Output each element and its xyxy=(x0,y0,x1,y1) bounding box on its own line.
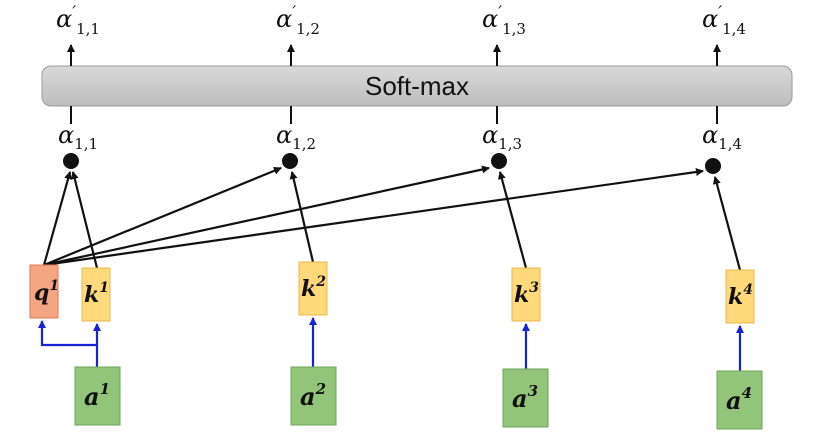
input-box-2 xyxy=(290,366,337,426)
key-arrow-2 xyxy=(289,171,315,263)
key-box-1 xyxy=(81,267,111,322)
key-label-1: k1 xyxy=(84,280,109,308)
key-arrow-4 xyxy=(712,176,742,271)
dot-product-node-4 xyxy=(705,158,721,174)
key-label-4: k4 xyxy=(728,282,753,310)
input-label-2: a2 xyxy=(300,380,326,411)
query-arrow-3 xyxy=(43,165,490,267)
output-label-4: α′1,4 xyxy=(702,3,746,38)
key-box-4 xyxy=(725,269,755,324)
query-box-1 xyxy=(29,264,59,319)
query-arrow-4 xyxy=(43,168,704,267)
dot-product-node-2 xyxy=(282,153,298,169)
input-box-4 xyxy=(716,370,763,430)
input-label-3: a3 xyxy=(512,382,538,413)
softmax-box xyxy=(41,65,793,107)
query-arrow-2 xyxy=(43,166,282,267)
input-box-1 xyxy=(74,366,121,426)
key-box-2 xyxy=(298,261,328,316)
softmax-label: Soft-max xyxy=(365,71,469,101)
input-label-4: a4 xyxy=(726,384,752,415)
input-box-3 xyxy=(502,368,549,428)
output-label-3: α′1,3 xyxy=(482,3,526,38)
key-arrow-1 xyxy=(70,171,99,269)
key-label-3: k3 xyxy=(514,280,539,308)
dot-product-node-1 xyxy=(63,153,79,169)
score-label-2: α1,2 xyxy=(276,121,316,153)
query-label-1: q1 xyxy=(34,278,59,306)
query-arrow-1 xyxy=(42,171,72,266)
score-label-1: α1,1 xyxy=(58,121,98,153)
score-label-4: α1,4 xyxy=(702,121,742,153)
key-label-2: k2 xyxy=(301,274,326,302)
dot-product-node-3 xyxy=(491,153,507,169)
key-arrow-3 xyxy=(497,171,528,269)
key-box-3 xyxy=(511,267,541,322)
output-label-1: α′1,1 xyxy=(56,3,100,38)
input-label-1: a1 xyxy=(84,380,110,411)
input-arrow-query-1 xyxy=(38,320,97,347)
output-label-2: α′1,2 xyxy=(276,3,320,38)
score-label-3: α1,3 xyxy=(482,121,522,153)
